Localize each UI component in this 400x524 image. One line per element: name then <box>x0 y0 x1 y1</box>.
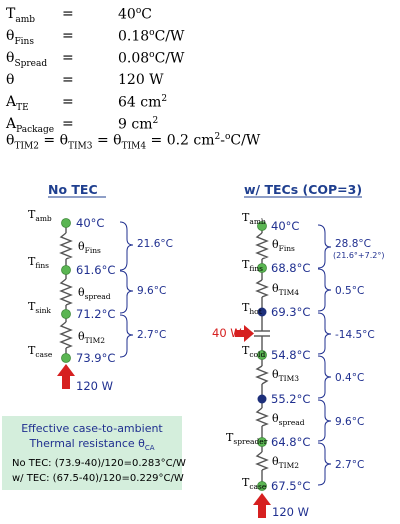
right-res-tim4-label: θTIM4 <box>272 282 299 297</box>
right-label-tcold: Tcold <box>242 344 265 359</box>
left-label-tamb: Tamb <box>28 208 52 223</box>
param-ate-eq: = <box>62 94 74 110</box>
left-value-fins: 61.6°C <box>76 263 115 277</box>
box-result-with-tec: w/ TEC: (67.5-40)/120=0.229°C/W <box>12 473 184 484</box>
param-tamb-value: 40oC <box>118 6 152 23</box>
left-heat-input-arrow-icon <box>57 364 75 389</box>
right-node-mid <box>257 394 267 404</box>
right-value-spreader: 64.8°C <box>271 435 310 449</box>
right-value-amb: 40°C <box>271 219 299 233</box>
effective-resistance-box: Effective case-to-ambient Thermal resist… <box>2 416 186 490</box>
right-node-spreader <box>257 437 267 447</box>
param-ate-value: 64 cm2 <box>118 94 168 111</box>
right-res-spread-label: θspread <box>272 412 305 427</box>
right-label-tspreader: Tspreader <box>226 431 268 446</box>
right-delta-4: 0.4°C <box>335 372 364 384</box>
left-res-spread-label: θspread <box>78 286 111 301</box>
right-res-tim2-label: θTIM2 <box>272 455 299 470</box>
left-node-sink <box>61 309 71 319</box>
param-theta-fins-value: 0.18oC/W <box>118 28 185 45</box>
box-heading-line2: Thermal resistance θCA <box>29 437 155 453</box>
parameter-list: Tamb = 40oC θFins = 0.18oC/W θSpread = 0… <box>0 0 400 152</box>
right-value-hot: 69.3°C <box>271 305 310 319</box>
right-res-tim3-label: θTIM3 <box>272 368 299 383</box>
left-node-fins <box>61 265 71 275</box>
param-theta: θ <box>6 72 15 88</box>
left-delta-3: 2.7°C <box>137 329 166 341</box>
param-tim-resistance: θTIM2 = θTIM3 = θTIM4 = 0.2 cm2-oC/W <box>6 132 261 152</box>
param-theta-spread-value: 0.08oC/W <box>118 50 185 67</box>
param-theta-value: 120 W <box>118 72 164 88</box>
box-heading-line1: Effective case-to-ambient <box>21 422 163 435</box>
left-node-case <box>61 353 71 363</box>
right-value-mid: 55.2°C <box>271 392 310 406</box>
right-value-fins: 68.8°C <box>271 261 310 275</box>
left-value-sink: 71.2°C <box>76 307 115 321</box>
right-tec-input-arrow-icon <box>235 325 254 342</box>
right-node-amb <box>257 221 267 231</box>
param-apackage-eq: = <box>62 116 74 132</box>
right-label-tamb: Tamb <box>242 211 266 226</box>
right-node-cold <box>257 350 267 360</box>
left-res-fins-label: θFins <box>78 240 101 255</box>
param-theta-spread-eq: = <box>62 50 74 66</box>
param-theta-fins: θFins <box>6 28 34 47</box>
right-heat-input-arrow-icon <box>253 493 271 518</box>
param-apackage-value: 9 cm2 <box>118 116 159 133</box>
param-theta-spread: θSpread <box>6 50 48 69</box>
right-delta-1: 28.8°C <box>335 238 371 250</box>
left-delta-2: 9.6°C <box>137 285 166 297</box>
param-tamb: Tamb <box>6 6 36 25</box>
left-braces <box>119 221 134 358</box>
right-tec-input-label: 40 W <box>212 326 242 340</box>
param-theta-fins-eq: = <box>62 28 74 44</box>
param-apackage: APackage <box>6 116 55 135</box>
right-value-cold: 54.8°C <box>271 348 310 362</box>
left-title: No TEC <box>48 182 98 197</box>
right-node-hot <box>257 307 267 317</box>
right-node-fins <box>257 263 267 273</box>
right-label-tcase: Tcase <box>242 476 267 491</box>
right-heat-input-label: 120 W <box>272 505 309 519</box>
left-label-tfins: Tfins <box>28 255 49 270</box>
right-braces <box>317 224 332 486</box>
right-delta-1-note: (21.6°+7.2°) <box>333 251 384 260</box>
left-res-tim2-label: θTIM2 <box>78 330 105 345</box>
right-delta-2: 0.5°C <box>335 285 364 297</box>
right-value-case: 67.5°C <box>271 479 310 493</box>
right-label-tfins: Tfins <box>242 258 263 273</box>
left-label-tsink: Tsink <box>28 300 51 315</box>
param-theta-eq: = <box>62 72 74 88</box>
left-circuit-wire <box>59 223 73 358</box>
right-label-thot: Thot <box>242 301 262 316</box>
right-node-case <box>257 481 267 491</box>
left-value-amb: 40°C <box>76 216 104 230</box>
left-node-amb <box>61 218 71 228</box>
box-result-no-tec: No TEC: (73.9-40)/120=0.283°C/W <box>12 458 186 469</box>
right-delta-3: -14.5°C <box>335 329 375 341</box>
param-ate: ATE <box>6 94 29 113</box>
right-delta-5: 9.6°C <box>335 416 364 428</box>
left-label-tcase: Tcase <box>28 344 53 359</box>
right-res-fins-label: θFins <box>272 238 295 253</box>
param-tamb-eq: = <box>62 6 74 22</box>
left-heat-input-label: 120 W <box>76 379 113 393</box>
left-value-case: 73.9°C <box>76 351 115 365</box>
right-title: w/ TECs (COP=3) <box>244 182 362 197</box>
right-delta-6: 2.7°C <box>335 459 364 471</box>
left-delta-1: 21.6°C <box>137 238 173 250</box>
